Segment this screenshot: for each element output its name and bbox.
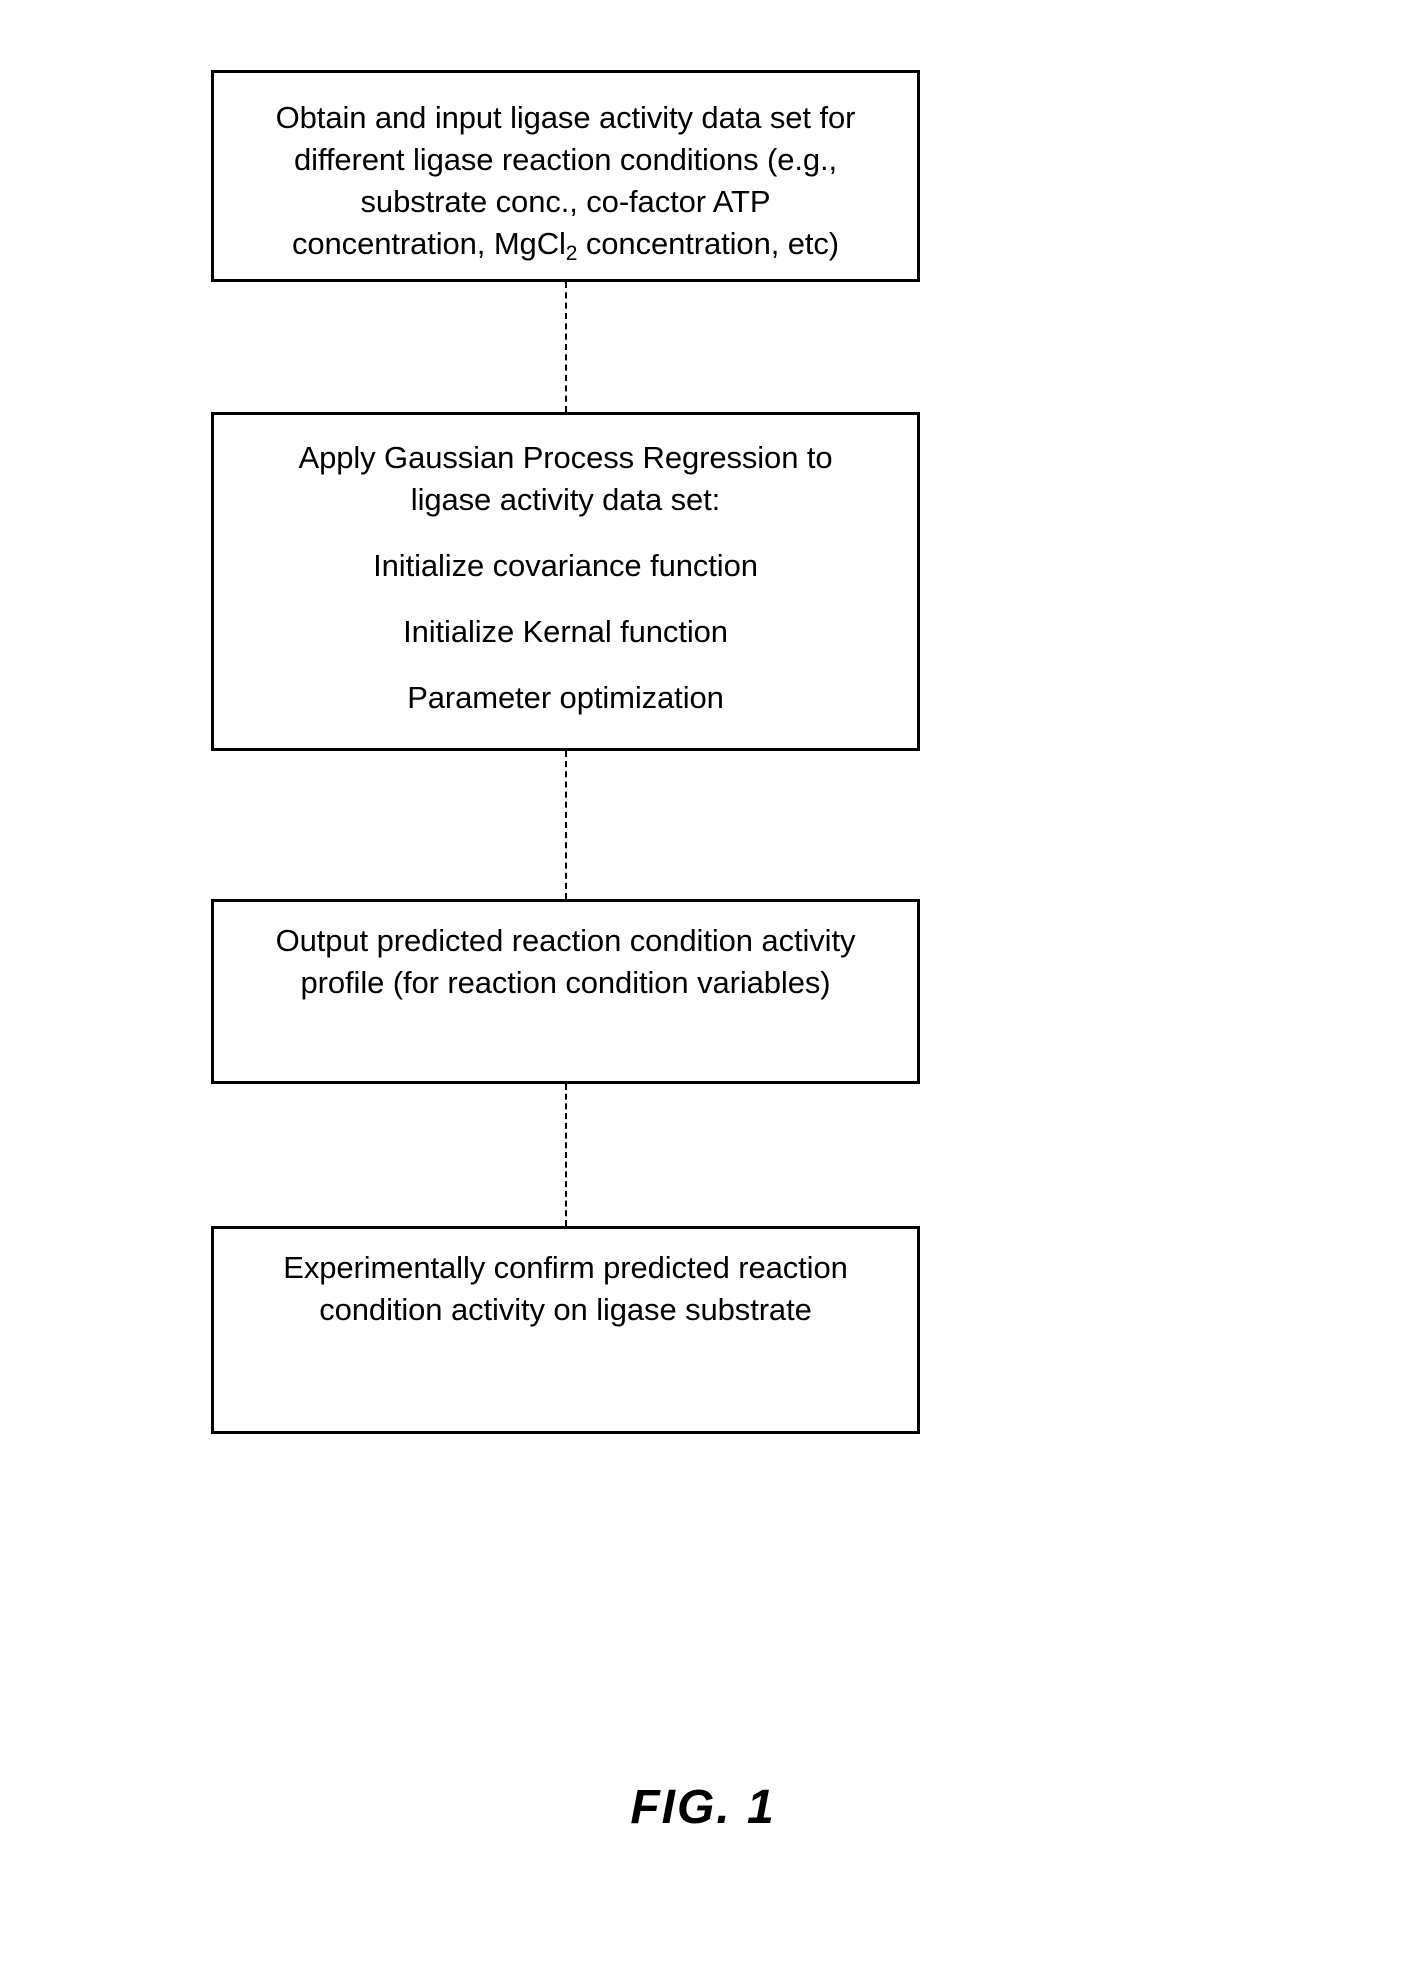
connector-output-to-confirm: [565, 1084, 567, 1226]
box-confirm-line-1: Experimentally confirm predicted reactio…: [283, 1250, 848, 1285]
box-gpr-step-kernel: Initialize Kernal function: [403, 614, 728, 649]
connector-gpr-to-output: [565, 751, 567, 899]
box-input-line-4-prefix: concentration, MgCl: [291, 226, 566, 261]
box-gpr-line-1: Apply Gaussian Process Regression to: [298, 440, 833, 475]
box-input-line-1: Obtain and input ligase activity data se…: [275, 100, 856, 135]
experimental-confirmation-box: Experimentally confirm predicted reactio…: [211, 1226, 920, 1434]
box-confirm-line-2: condition activity on ligase substrate: [319, 1292, 812, 1327]
box-gpr-step-covariance: Initialize covariance function: [373, 548, 758, 583]
box-input-line-2: different ligase reaction conditions (e.…: [293, 142, 838, 177]
box-output-line-2: profile (for reaction condition variable…: [300, 965, 831, 1000]
figure-caption: FIG. 1: [630, 1781, 776, 1834]
connector-input-to-gpr: [565, 282, 567, 412]
box-input-line-4: concentration, MgCl2 concentration, etc): [292, 223, 839, 275]
box-input-line-3: substrate conc., co-factor ATP: [360, 184, 771, 219]
box-output-line-1: Output predicted reaction condition acti…: [275, 923, 856, 958]
box-input-line-4-suffix: concentration, etc): [577, 226, 840, 261]
mgcl2-subscript: 2: [565, 242, 578, 265]
obtain-input-data-box: Obtain and input ligase activity data se…: [211, 70, 920, 282]
gaussian-process-regression-box: Apply Gaussian Process Regression to lig…: [211, 412, 920, 751]
box-gpr-line-2: ligase activity data set:: [410, 482, 721, 517]
output-prediction-box: Output predicted reaction condition acti…: [211, 899, 920, 1084]
box-gpr-step-parameter-optimization: Parameter optimization: [407, 680, 724, 715]
